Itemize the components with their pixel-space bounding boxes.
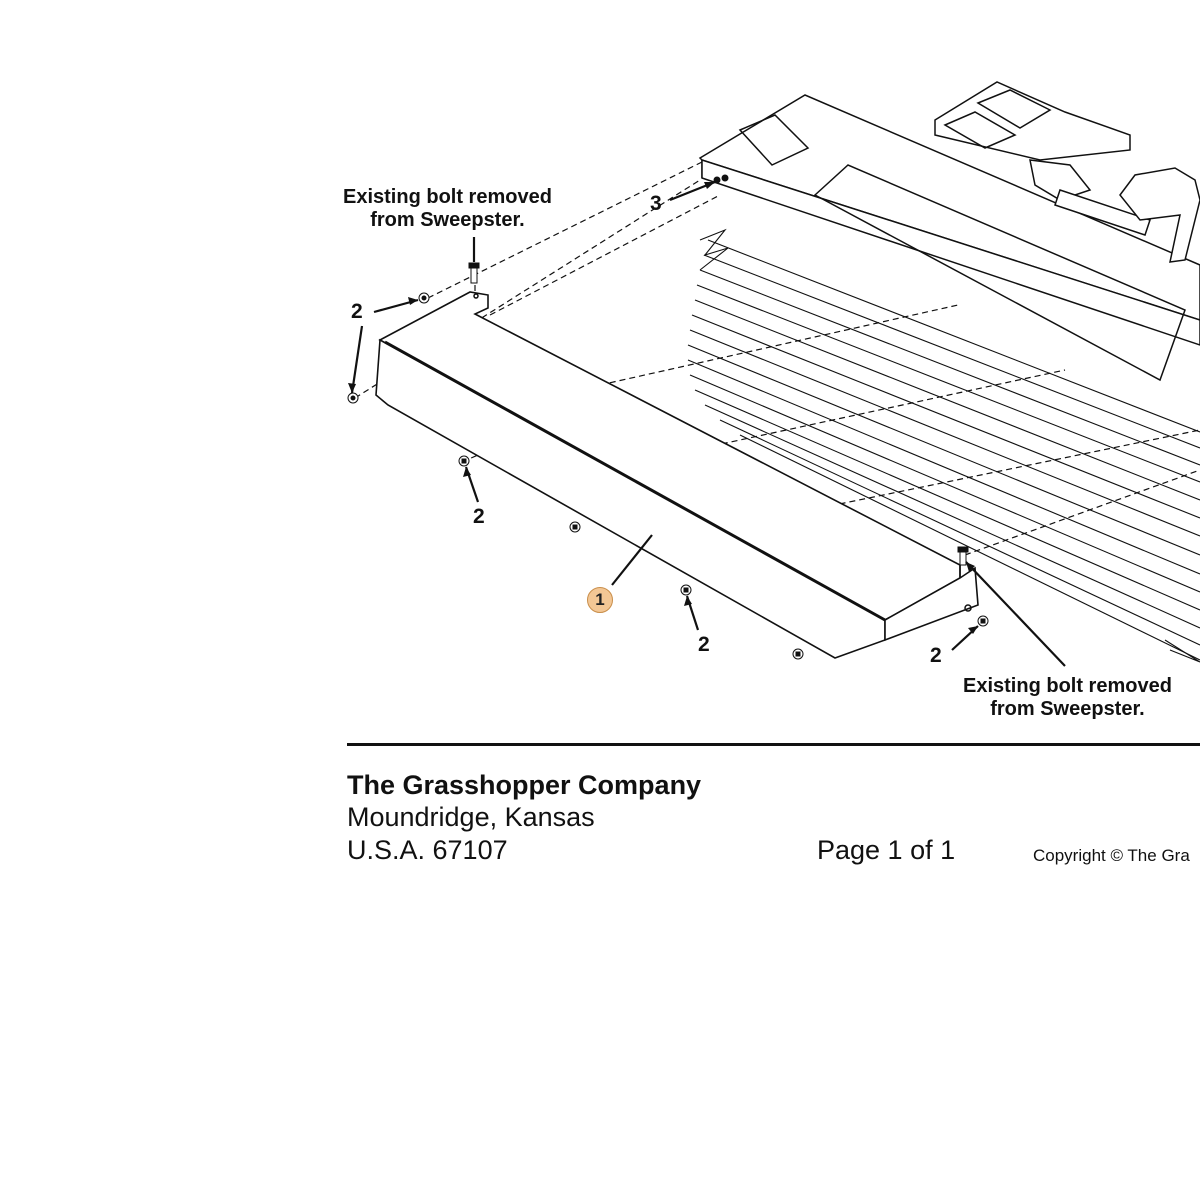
shield-fold-line (384, 340, 886, 622)
part-number-2-lower-right: 2 (930, 644, 942, 667)
leader-arrowheads (348, 182, 978, 634)
callout-existing-bolt-top: Existing bolt removed from Sweepster. (343, 186, 552, 232)
sweepster-housing-front (701, 158, 1200, 346)
mount-plate (1119, 167, 1200, 263)
brush-shield-top (378, 291, 961, 621)
brush-bristles (687, 228, 1200, 663)
part-number-2-upper-left: 2 (351, 300, 363, 323)
company-name: The Grasshopper Company (347, 770, 702, 800)
bolts (347, 174, 989, 660)
company-zip: U.S.A. 67107 (347, 835, 508, 865)
callout-top-line1: Existing bolt removed (343, 186, 552, 208)
callout-bottom-line2: from Sweepster. (990, 698, 1145, 720)
part-number-2-lower-left: 2 (473, 505, 485, 528)
shield-end-plate (884, 566, 979, 642)
callout-top-line2: from Sweepster. (370, 209, 525, 231)
callout-existing-bolt-bottom: Existing bolt removed from Sweepster. (963, 675, 1172, 721)
callout-bottom-line1: Existing bolt removed (963, 675, 1172, 697)
company-city: Moundridge, Kansas (347, 802, 595, 832)
copyright-notice: Copyright © The Gra (1033, 846, 1190, 865)
footer-divider (347, 743, 1200, 746)
housing-label-big (813, 164, 1186, 382)
page-indicator: Page 1 of 1 (817, 835, 956, 865)
part-number-2-lower-middle: 2 (698, 633, 710, 656)
part-number-1-highlight: 1 (587, 587, 613, 613)
housing-label-top (738, 114, 810, 166)
part-number-3: 3 (650, 192, 662, 215)
